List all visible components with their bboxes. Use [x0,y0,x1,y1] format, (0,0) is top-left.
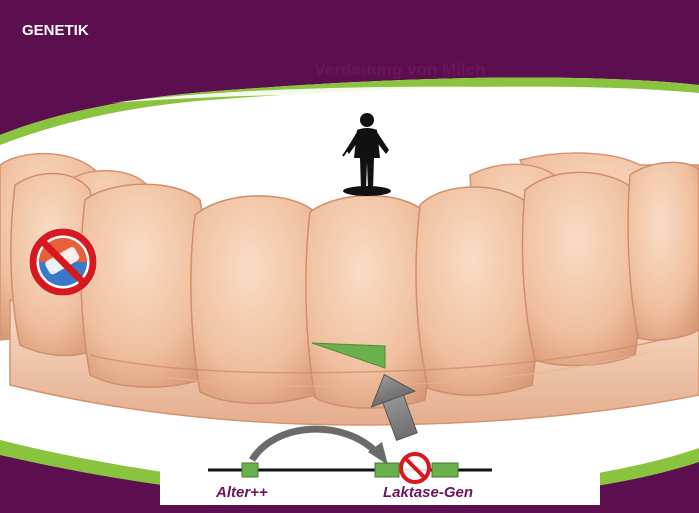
laktase-gene-exon-2 [432,463,458,477]
curved-arrow-icon [252,429,378,460]
no-milk-sign-icon [29,228,97,296]
no-entry-sign-icon [399,452,431,484]
promoter-label: Alter++ [216,484,268,501]
laktase-gene-exon-1 [375,463,399,477]
gene-diagram [208,429,492,484]
category-label: GENETIK [22,22,89,39]
promoter-region [242,463,258,477]
gene-label: Laktase-Gen [383,484,473,501]
human-silhouette-icon [343,113,391,196]
slide-title: Verdauung von Milch [200,60,600,80]
